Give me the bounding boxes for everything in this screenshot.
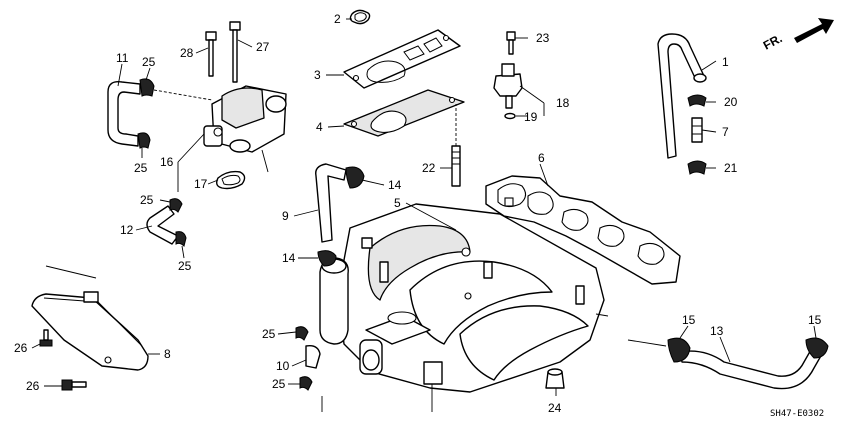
part-2-gasket xyxy=(349,9,371,25)
callout-15-right: 15 xyxy=(808,313,822,327)
part-8-cover xyxy=(31,265,149,371)
part-9-hose xyxy=(315,163,347,243)
callout-3: 3 xyxy=(314,68,321,82)
part-15-clamp-left xyxy=(667,337,691,363)
part-14-clamp-lower xyxy=(317,250,337,267)
callout-23: 23 xyxy=(536,31,550,45)
part-12-hose xyxy=(146,205,179,245)
part-26-bolt-upper xyxy=(39,329,53,347)
callout-20: 20 xyxy=(724,95,738,109)
part-23-bolt xyxy=(506,31,516,55)
part-7-joint xyxy=(691,117,703,143)
part-17-gasket xyxy=(215,170,246,190)
callout-6: 6 xyxy=(538,151,545,165)
callout-22: 22 xyxy=(422,161,436,175)
callout-27: 27 xyxy=(256,40,270,54)
part-1-hose xyxy=(657,33,707,159)
part-13-hose xyxy=(679,347,823,390)
part-15-clamp-right xyxy=(805,337,829,359)
callout-16: 16 xyxy=(160,155,174,169)
callout-8: 8 xyxy=(164,347,171,361)
part-5-intake-manifold xyxy=(319,203,609,412)
callout-12: 12 xyxy=(120,223,134,237)
part-4-gasket xyxy=(343,89,465,137)
part-25-clamp-lower xyxy=(137,132,151,149)
part-14-clamp-upper xyxy=(345,166,365,189)
callout-14-upper: 14 xyxy=(388,178,402,192)
part-27-bolt xyxy=(229,21,241,83)
part-10-hose xyxy=(305,344,321,369)
callout-14-lower: 14 xyxy=(282,251,296,265)
callout-5: 5 xyxy=(394,196,401,210)
callout-2: 2 xyxy=(334,12,341,26)
callout-25-hose12-top: 25 xyxy=(140,193,154,207)
part-11-hose xyxy=(107,81,141,147)
part-6-gasket xyxy=(485,175,681,285)
part-25-clamp-hose10-top xyxy=(295,326,309,341)
callout-24: 24 xyxy=(548,401,562,415)
callout-17: 17 xyxy=(194,177,208,191)
callout-25-hose10-bottom: 25 xyxy=(272,377,286,391)
callout-15-left: 15 xyxy=(682,313,696,327)
part-19-o-ring xyxy=(504,112,516,120)
part-18-sensor xyxy=(493,63,523,109)
front-direction-label: FR. xyxy=(761,31,785,52)
part-21-clamp xyxy=(687,160,707,175)
part-28-bolt xyxy=(205,31,217,77)
front-arrow-icon xyxy=(794,18,834,43)
part-26-bolt-lower xyxy=(61,379,87,391)
callout-26-lower: 26 xyxy=(26,379,40,393)
callout-4: 4 xyxy=(316,120,323,134)
part-25-clamp-hose12-bottom xyxy=(175,231,187,247)
callout-28: 28 xyxy=(180,46,194,60)
part-25-clamp-hose10-bottom xyxy=(299,376,313,391)
part-16-valve-assembly xyxy=(203,85,287,173)
part-3-plate xyxy=(343,29,461,89)
callout-26-upper: 26 xyxy=(14,341,28,355)
part-25-clamp-upper xyxy=(139,78,155,97)
callout-25-hose12-bottom: 25 xyxy=(178,259,192,273)
callout-19: 19 xyxy=(524,110,538,124)
front-direction-indicator: FR. xyxy=(761,18,834,53)
callout-25-hose11-bottom: 25 xyxy=(134,161,148,175)
callout-18: 18 xyxy=(556,96,570,110)
callout-10: 10 xyxy=(276,359,290,373)
part-25-clamp-hose12-top xyxy=(169,198,183,213)
leader-lines xyxy=(31,18,817,396)
callout-7: 7 xyxy=(722,125,729,139)
callout-labels: 1 2 3 4 5 6 7 8 9 10 11 12 13 14 14 15 1… xyxy=(14,12,822,415)
callout-1: 1 xyxy=(722,55,729,69)
callout-21: 21 xyxy=(724,161,738,175)
part-22-stud xyxy=(451,104,461,187)
part-20-clamp xyxy=(687,94,707,107)
part-24-nut xyxy=(545,368,565,389)
diagram-code: SH47-E0302 xyxy=(770,409,824,419)
callout-9: 9 xyxy=(282,209,289,223)
callout-25-hose11-top: 25 xyxy=(142,55,156,69)
callout-11: 11 xyxy=(116,51,129,65)
callout-13: 13 xyxy=(710,324,724,338)
callout-25-hose10-top: 25 xyxy=(262,327,276,341)
